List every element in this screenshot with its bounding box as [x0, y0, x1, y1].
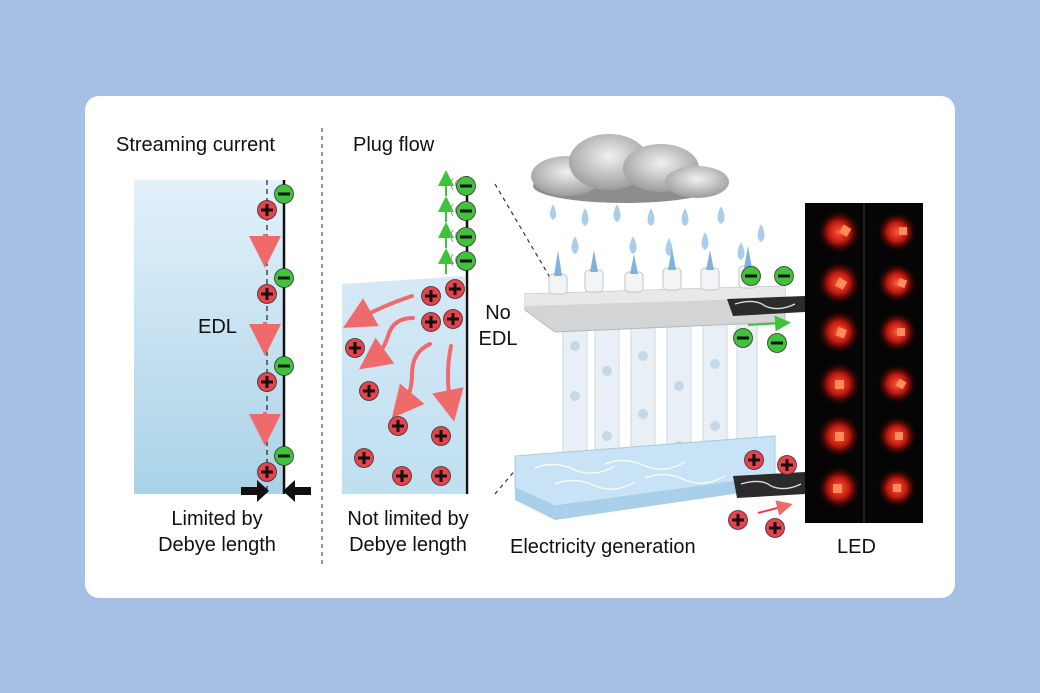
left-arrow-icon	[283, 480, 311, 502]
no-edl-line2: EDL	[478, 328, 518, 350]
zoom-line-top	[494, 183, 556, 287]
plug-caption-line1: Not limited by	[347, 508, 469, 530]
negative-ion-icon	[767, 333, 787, 353]
streaming-caption-line2: Debye length	[158, 534, 276, 556]
plug-caption: Not limited by Debye length	[323, 506, 493, 558]
top-plate-face	[525, 286, 785, 306]
positive-ion-icon	[421, 286, 441, 306]
positive-ion-icon	[257, 284, 277, 304]
right-arrow-icon	[241, 480, 269, 502]
positive-ion-icon	[765, 518, 785, 538]
positive-ion-icon	[443, 309, 463, 329]
streaming-caption-line1: Limited by	[171, 508, 263, 530]
streaming-current-title: Streaming current	[116, 134, 275, 156]
edl-label: EDL	[198, 316, 237, 338]
positive-ion-icon	[445, 279, 465, 299]
led-cores	[833, 224, 908, 493]
positive-ion-icon	[354, 448, 374, 468]
positive-ion-icon	[777, 455, 797, 475]
ions	[257, 176, 797, 538]
negative-ion-icon	[456, 176, 476, 196]
negative-ion-icon	[274, 268, 294, 288]
positive-ion-icon	[257, 462, 277, 482]
compression-arrows	[241, 480, 311, 502]
ion-flow-arrow	[757, 500, 793, 516]
nozzle-cones	[554, 246, 752, 276]
negative-ion-icon	[456, 251, 476, 271]
led-glows	[817, 210, 917, 510]
positive-ion-icon	[392, 466, 412, 486]
zoom-line-bottom	[494, 467, 518, 495]
vibration-marks	[450, 177, 458, 267]
figure-card: Streaming current EDL Limited by Debye l…	[85, 96, 955, 598]
plug-caption-line2: Debye length	[349, 534, 467, 556]
water-ripples	[534, 459, 726, 490]
negative-ion-icon	[456, 201, 476, 221]
positive-ion-icon	[744, 450, 764, 470]
positive-ion-icon	[728, 510, 748, 530]
negative-ion-icon	[274, 446, 294, 466]
positive-ion-icon	[359, 381, 379, 401]
positive-ion-icon	[388, 416, 408, 436]
positive-ion-icon	[345, 338, 365, 358]
flow-arrows	[343, 294, 464, 422]
electron-flow-arrow	[747, 315, 791, 332]
no-edl-line1: No	[485, 302, 511, 324]
negative-ion-icon	[456, 227, 476, 247]
plug-flow-panel	[342, 170, 469, 494]
led-caption: LED	[837, 536, 876, 558]
diagram-canvas	[134, 128, 923, 566]
negative-ion-icon	[274, 184, 294, 204]
negative-ion-icon	[733, 328, 753, 348]
plug-flow-title: Plug flow	[353, 134, 435, 156]
negative-ion-icon	[274, 356, 294, 376]
positive-ion-icon	[257, 200, 277, 220]
positive-ion-icon	[421, 312, 441, 332]
negative-ion-icon	[741, 266, 761, 286]
positive-ion-icon	[431, 426, 451, 446]
positive-ion-icon	[257, 372, 277, 392]
electricity-generation-caption: Electricity generation	[510, 536, 696, 558]
no-edl-label: No EDL	[475, 300, 521, 352]
streaming-caption: Limited by Debye length	[125, 506, 309, 558]
cloud-icon	[531, 134, 729, 203]
streaming-current-panel	[134, 180, 311, 502]
water-bath-side	[515, 476, 775, 520]
raindrops	[550, 204, 765, 260]
negative-ion-icon	[774, 266, 794, 286]
positive-ion-icon	[431, 466, 451, 486]
led-photo	[805, 203, 923, 523]
